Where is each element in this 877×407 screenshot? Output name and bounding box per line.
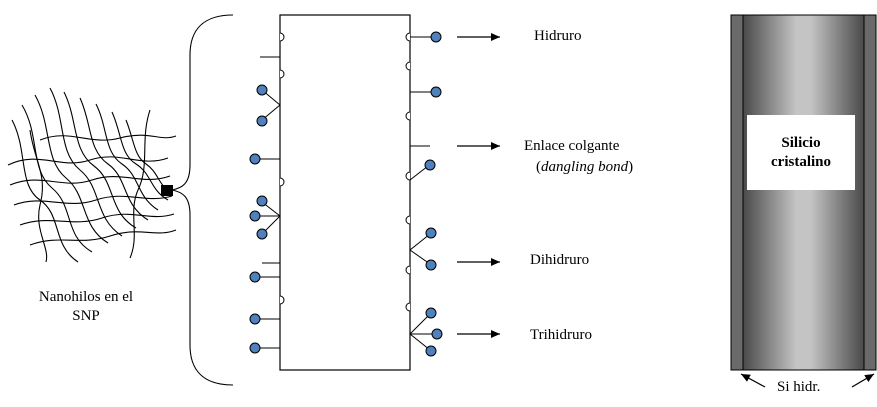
hydrogen-atom: [425, 227, 437, 239]
label-arrows: [457, 33, 500, 338]
hydrogen-atom: [249, 210, 261, 222]
label-hydride: Hidruro: [534, 28, 582, 44]
hydrogen-atom: [249, 313, 261, 325]
hydrogen-atom: [430, 31, 442, 43]
label-nanowires-line2: SNP: [72, 308, 100, 324]
label-dangling-italic: dangling bond: [541, 159, 629, 175]
hydrogen-atom: [249, 271, 261, 283]
left-dangling-stubs: [260, 56, 280, 264]
hydrogen-atom: [249, 342, 261, 354]
label-dangling-bond-line2: (dangling bond): [536, 158, 633, 176]
hydrogen-atom: [424, 159, 436, 171]
crystalline-silicon-block: [730, 14, 877, 371]
right-hydrogenated-layer: [863, 14, 877, 371]
zoom-marker: [161, 185, 173, 196]
hydrogen-atom: [256, 228, 268, 240]
label-trihydride: Trihidruro: [530, 327, 592, 343]
left-hydrogenated-layer: [730, 14, 744, 371]
si-hidr-arrows: [740, 373, 875, 388]
nanowire-surface: [249, 14, 443, 371]
nanowire-tangle: [7, 87, 177, 263]
hydrogen-atom: [249, 153, 261, 165]
label-dangling-bond-line1: Enlace colgante: [524, 138, 620, 154]
label-crystalline-silicon: Silicio cristalino: [747, 115, 855, 190]
hydrogen-atom: [431, 328, 443, 340]
right-bonds: [409, 36, 436, 351]
label-nanowires-line1: Nanohilos en el: [38, 289, 134, 305]
nanowire-body: [279, 14, 411, 371]
hydrogen-atom: [256, 195, 268, 207]
hydrogen-atom: [425, 345, 437, 357]
left-wall-bumps: [279, 32, 285, 305]
right-wall-bumps: [405, 32, 411, 312]
label-dangling-paren-close: ): [628, 159, 634, 175]
hydrogen-atom: [425, 307, 437, 319]
label-dangling-paren-open: (: [536, 159, 541, 175]
zoom-brace: [171, 14, 234, 386]
label-silicon-line2: cristalino: [771, 153, 831, 170]
hydrogen-atom: [256, 115, 268, 127]
hydrogen-atoms: [249, 31, 443, 357]
label-si-hydrogenated: Si hidr.: [777, 379, 821, 395]
label-dihydride: Dihidruro: [530, 252, 590, 268]
label-silicon-line1: Silicio: [781, 134, 821, 151]
hydrogen-atom: [425, 259, 437, 271]
hydrogen-atom: [256, 84, 268, 96]
hydrogen-atom: [430, 86, 442, 98]
